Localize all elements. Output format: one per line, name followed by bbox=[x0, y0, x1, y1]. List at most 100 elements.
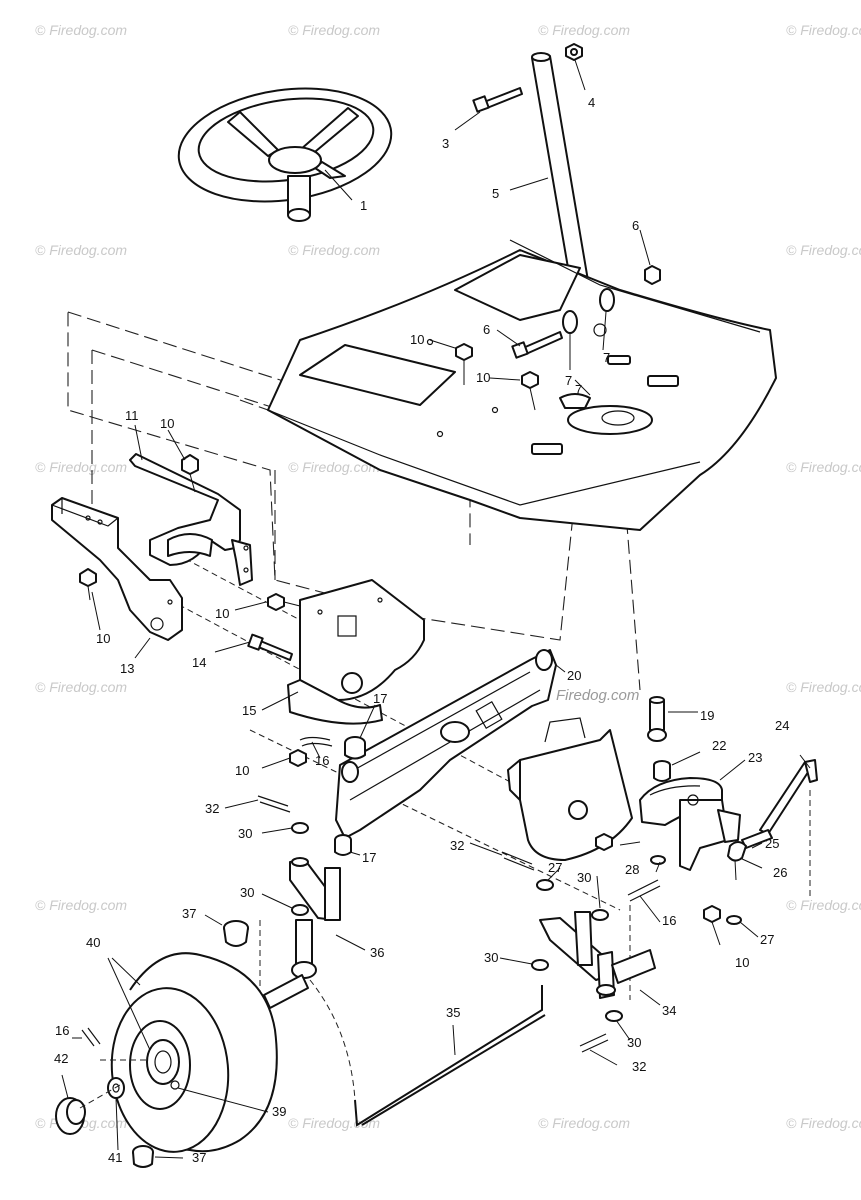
callout-label: 7 bbox=[603, 350, 610, 365]
pivot-bracket-icon bbox=[507, 717, 633, 861]
callout-label: 10 bbox=[235, 763, 249, 778]
assembly-line bbox=[169, 599, 601, 831]
callout-label: 37 bbox=[192, 1150, 206, 1165]
callout-label: 39 bbox=[272, 1104, 286, 1119]
watermark: © Firedog.com bbox=[35, 897, 127, 913]
watermark: © Firedog.com bbox=[786, 459, 861, 475]
callout-label: 30 bbox=[627, 1035, 641, 1050]
callout-label: 42 bbox=[54, 1051, 68, 1066]
callout-label: 10 bbox=[476, 370, 490, 385]
watermark: © Firedog.com bbox=[35, 679, 127, 695]
callout-label: 26 bbox=[773, 865, 787, 880]
bolt-icon bbox=[79, 454, 199, 601]
watermark: © Firedog.com bbox=[35, 22, 127, 38]
callout-label: 17 bbox=[373, 691, 387, 706]
cotter-pin-icon bbox=[257, 795, 661, 1053]
watermark: © Firedog.com bbox=[288, 22, 380, 38]
callout-label: 6 bbox=[632, 218, 639, 233]
callout-label: 6 bbox=[483, 322, 490, 337]
callout-label: 40 bbox=[86, 935, 100, 950]
callout-labels: 1 3 4 5 6 6 7 7 7 10 10 10 10 10 10 10 1… bbox=[54, 95, 789, 1165]
callout-label: 30 bbox=[577, 870, 591, 885]
dash-panel-icon bbox=[267, 239, 777, 531]
watermark: © Firedog.com bbox=[35, 459, 127, 475]
callout-label: 32 bbox=[632, 1059, 646, 1074]
callout-label: 27 bbox=[760, 932, 774, 947]
assembly-line bbox=[79, 1059, 150, 1109]
callout-label: 32 bbox=[450, 838, 464, 853]
callout-label: 24 bbox=[775, 718, 789, 733]
watermark: © Firedog.com bbox=[35, 242, 127, 258]
assembly-line bbox=[91, 349, 471, 545]
bushing-icon bbox=[334, 736, 366, 856]
tie-rod-icon bbox=[309, 979, 546, 1127]
nut-icon bbox=[595, 833, 721, 923]
callout-label: 35 bbox=[446, 1005, 460, 1020]
mounting-plate-icon bbox=[287, 579, 425, 725]
callout-label: 7 bbox=[565, 373, 572, 388]
bolt-icon bbox=[472, 87, 523, 113]
washer-icon bbox=[291, 822, 742, 1022]
watermark: © Firedog.com bbox=[288, 242, 380, 258]
left-frame-bracket-icon bbox=[51, 497, 183, 641]
nut-icon bbox=[565, 43, 583, 61]
cotter-pin-icon bbox=[81, 1027, 101, 1047]
callout-label: 4 bbox=[588, 95, 595, 110]
callout-label: 27 bbox=[548, 860, 562, 875]
watermark: © Firedog.com bbox=[786, 1115, 861, 1131]
callout-label: 30 bbox=[240, 885, 254, 900]
watermark: © Firedog.com bbox=[786, 679, 861, 695]
callout-label: 30 bbox=[238, 826, 252, 841]
callout-label: 10 bbox=[735, 955, 749, 970]
bushing-icon bbox=[653, 760, 671, 782]
callout-label: 1 bbox=[360, 198, 367, 213]
sector-gear-icon bbox=[639, 777, 741, 871]
washer-icon bbox=[107, 1077, 125, 1099]
callout-label: 41 bbox=[108, 1150, 122, 1165]
callout-label: 10 bbox=[160, 416, 174, 431]
callout-label: 16 bbox=[55, 1023, 69, 1038]
callout-label: 10 bbox=[410, 332, 424, 347]
assembly-line bbox=[624, 499, 641, 691]
bolt-icon bbox=[511, 331, 563, 359]
hub-cap-icon bbox=[55, 1097, 86, 1135]
callout-label: 11 bbox=[125, 408, 139, 423]
bolt-icon bbox=[247, 593, 307, 767]
watermark: © Firedog.com bbox=[538, 22, 630, 38]
right-spindle-icon bbox=[539, 911, 656, 999]
callout-label: 16 bbox=[315, 753, 329, 768]
watermark: © Firedog.com bbox=[786, 897, 861, 913]
callout-label: 25 bbox=[765, 836, 779, 851]
callout-label: 30 bbox=[484, 950, 498, 965]
washer-icon bbox=[562, 288, 615, 334]
callout-label: 13 bbox=[120, 661, 134, 676]
callout-label: 16 bbox=[662, 913, 676, 928]
callout-label: 19 bbox=[700, 708, 714, 723]
cotter-pin-icon bbox=[299, 736, 333, 747]
callout-label: 32 bbox=[205, 801, 219, 816]
callout-label: 28 bbox=[625, 862, 639, 877]
callout-label: 14 bbox=[192, 655, 206, 670]
front-wheel-icon bbox=[110, 952, 278, 1153]
callout-label: 15 bbox=[242, 703, 256, 718]
watermark: © Firedog.com bbox=[538, 1115, 630, 1131]
callout-label: 20 bbox=[567, 668, 581, 683]
drag-link-icon bbox=[727, 759, 818, 881]
callout-label: 3 bbox=[442, 136, 449, 151]
watermark: © Firedog.com bbox=[288, 459, 380, 475]
callout-label: 7 bbox=[575, 382, 582, 397]
callout-label: 34 bbox=[662, 1003, 676, 1018]
callout-label: 10 bbox=[96, 631, 110, 646]
leader-lines bbox=[61, 59, 811, 1159]
steering-bracket-icon bbox=[129, 453, 253, 586]
callout-label: 10 bbox=[215, 606, 229, 621]
callout-label: 22 bbox=[712, 738, 726, 753]
bolt-icon bbox=[455, 343, 539, 411]
callout-label: 23 bbox=[748, 750, 762, 765]
watermark-center: Firedog.com bbox=[556, 687, 639, 704]
callout-label: 36 bbox=[370, 945, 384, 960]
steering-wheel-icon bbox=[177, 87, 393, 222]
bushing-icon bbox=[132, 920, 249, 1168]
watermark: © Firedog.com bbox=[786, 242, 861, 258]
